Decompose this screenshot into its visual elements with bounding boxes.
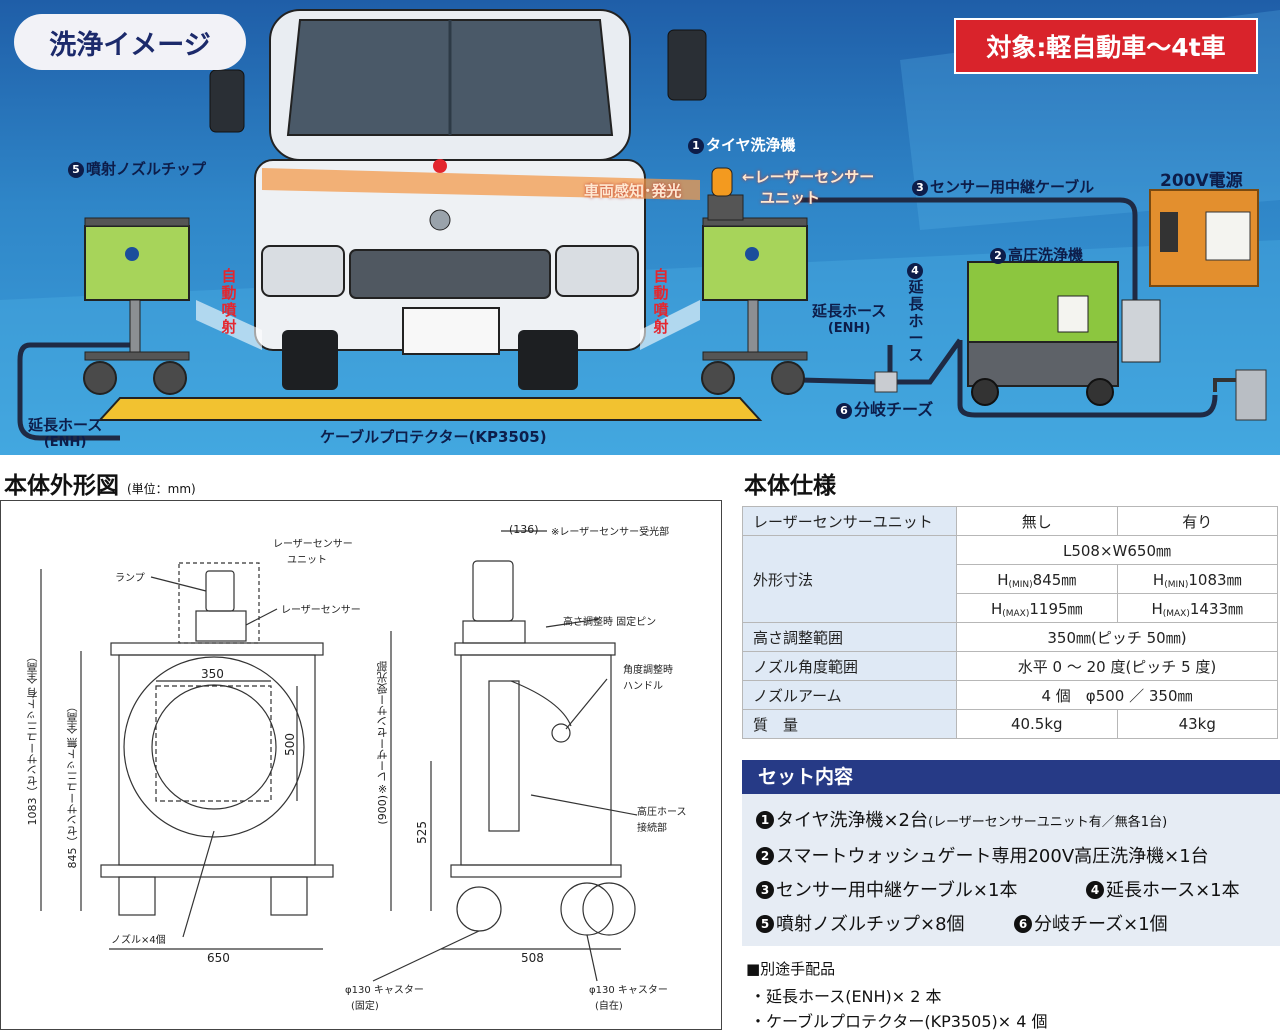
label-laser-sensor-unit-1: ←レーザーセンサー: [742, 168, 875, 186]
spec-hmax-none: H(MAX)1195㎜: [956, 593, 1118, 623]
label-auto-spray-right: 自動噴射: [653, 267, 669, 336]
spec-height-label: 高さ調整範囲: [742, 622, 957, 652]
spec-height-value: 350㎜(ピッチ 50㎜): [956, 622, 1278, 652]
drawing-dim-136: (136): [509, 523, 539, 536]
faucet: [1213, 378, 1236, 392]
drawing-label-hp-hose-1: 高圧ホース: [637, 807, 687, 818]
spec-title: 本体仕様: [744, 473, 836, 499]
label-power: 200V電源: [1160, 171, 1243, 191]
separately-ordered-item-2: ・ケーブルプロテクター(KP3505)× 4 個: [750, 1012, 1048, 1031]
set-content-box: [742, 794, 1280, 946]
outline-drawing: レーザーセンサー ユニット ランプ レーザーセンサー (136) ※レーザーセン…: [0, 500, 722, 1030]
label-ext-hose-mid: 延長ホース(ENH): [812, 302, 887, 336]
drawing-label-caster-fixed-sub: (固定): [351, 1001, 379, 1012]
spec-hmax-with: H(MAX)1433㎜: [1116, 593, 1278, 623]
drawing-label-laser-unit-1: レーザーセンサー: [273, 539, 353, 550]
left-tire-washer: [84, 225, 190, 301]
spec-header-with: 有り: [1116, 506, 1278, 536]
lamp: [711, 167, 733, 197]
spec-mass-label: 質 量: [742, 709, 957, 739]
drawing-label-caster-free: φ130 キャスター: [589, 985, 668, 996]
drawing-dim-650: 650: [207, 951, 230, 965]
spec-size-lw: L508×W650㎜: [956, 535, 1278, 565]
target-vehicle-badge: 対象:軽自動車〜4t車: [954, 18, 1258, 74]
spec-header-none: 無し: [956, 506, 1118, 536]
separately-ordered-title: ■別途手配品: [746, 960, 836, 978]
spec-mass-none: 40.5kg: [956, 709, 1118, 739]
spec-hmin-with: H(MIN)1083㎜: [1116, 564, 1278, 594]
drawing-label-receiver: ※レーザーセンサー受光部: [551, 527, 670, 538]
separately-ordered-item-1: ・延長ホース(ENH)× 2 本: [750, 987, 942, 1006]
drawing-label-height-pin: 高さ調整時 固定ピン: [563, 617, 657, 628]
label-laser-sensor-unit-2: ユニット: [760, 189, 821, 207]
spec-angle-value: 水平 0 ～ 20 度(ピッチ 5 度): [956, 651, 1278, 681]
sensor-cable: [800, 197, 1138, 300]
drawing-label-nozzle-x4: ノズル×4個: [111, 935, 166, 946]
label-ext-hose-left: 延長ホース(ENH): [28, 416, 103, 450]
right-mirror: [667, 29, 707, 101]
drawing-label-laser-unit-2: ユニット: [287, 555, 327, 566]
set-content-title: セット内容: [742, 760, 1280, 794]
label-vehicle-detect: 車両感知･発光: [584, 182, 682, 200]
label-cable-protector: ケーブルプロテクター(KP3505): [320, 428, 547, 446]
spec-angle-label: ノズル角度範囲: [742, 651, 957, 681]
drawing-dim-900: (900)※レーザーセンサー受光部: [376, 661, 389, 825]
drawing-dim-845: 845（センサーユニット無 全高）: [66, 701, 79, 869]
drawing-label-lamp: ランプ: [115, 573, 145, 584]
drawing-label-hp-hose-2: 接続部: [637, 823, 667, 834]
spec-arm-label: ノズルアーム: [742, 680, 957, 710]
cable-protector: [97, 397, 763, 421]
spec-size-label: 外形寸法: [742, 535, 957, 623]
drawing-dim-350: 350: [201, 667, 224, 681]
label-auto-spray-left: 自動噴射: [221, 267, 237, 336]
drawing-label-angle-handle-2: ハンドル: [623, 681, 663, 692]
left-hose: [17, 342, 140, 441]
right-tire-washer: [702, 225, 808, 301]
high-pressure-washer: [967, 261, 1119, 343]
spec-arm-value: 4 個 φ500 ／ 350㎜: [956, 680, 1278, 710]
spec-hmin-none: H(MIN)845㎜: [956, 564, 1118, 594]
drawing-label-laser-sensor: レーザーセンサー: [281, 605, 361, 616]
drawing-dim-525: 525: [415, 821, 429, 844]
wash-image-title: 洗浄イメージ: [14, 14, 246, 70]
drawing-dim-1083: 1083（センサーユニット有 全高）: [26, 651, 39, 826]
drawing-title: 本体外形図(単位：mm): [4, 473, 196, 499]
drawing-dim-508: 508: [521, 951, 544, 965]
license-plate: [402, 307, 500, 355]
grille: [349, 249, 551, 299]
branch-tee: [874, 371, 898, 393]
spec-mass-with: 43kg: [1116, 709, 1278, 739]
label-ext-hose-vertical: 4延長ホース: [907, 263, 924, 364]
drawing-dim-500: 500: [283, 733, 297, 756]
drawing-label-caster-fixed: φ130 キャスター: [345, 985, 424, 996]
left-mirror: [209, 69, 245, 133]
drawing-label-angle-handle-1: 角度調整時: [623, 665, 673, 676]
spec-header-label: レーザーセンサーユニット: [742, 506, 957, 536]
drawing-label-caster-free-sub: (自在): [595, 1001, 623, 1012]
outline-drawing-graphic: [40, 530, 638, 982]
spec-table: レーザーセンサーユニット 無し 有り 外形寸法 L508×W650㎜ H(MIN…: [742, 506, 1278, 739]
